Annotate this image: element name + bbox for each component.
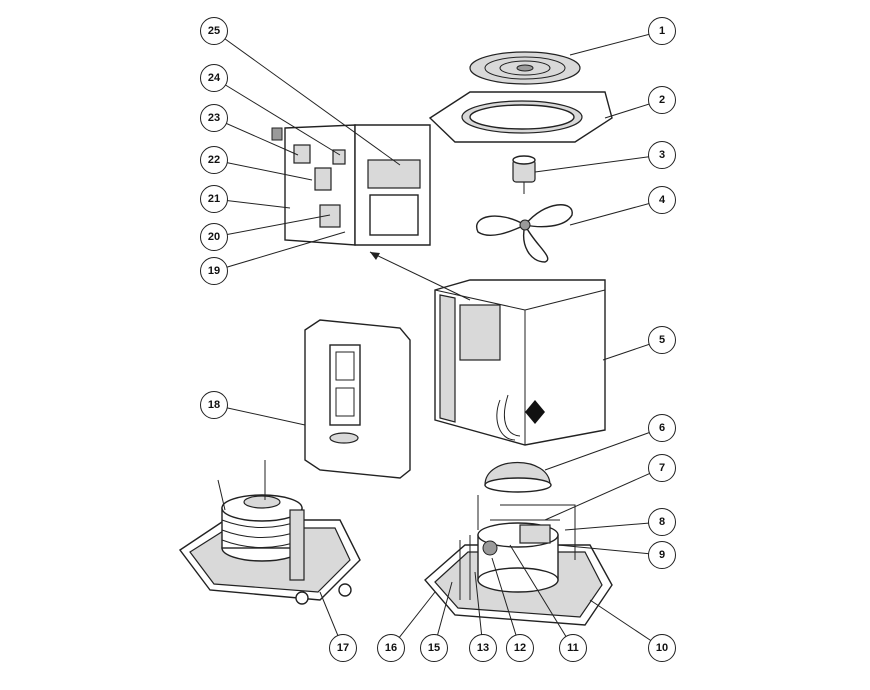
cabinet-coil: [434, 279, 606, 446]
arrowhead-icon: [370, 252, 380, 260]
leader-line: [544, 427, 663, 471]
leader-line: [569, 30, 663, 56]
front-panel: [304, 319, 411, 479]
callout-number: 11: [559, 634, 587, 662]
top-cover: [428, 91, 613, 143]
control-box: [271, 124, 431, 246]
callout-number: 18: [200, 391, 228, 419]
callout-number: 4: [648, 186, 676, 214]
base-assembly-right: [424, 495, 613, 626]
leader-line: [213, 77, 341, 156]
fan-blade: [476, 204, 573, 263]
callout-number: 7: [648, 454, 676, 482]
callout-number: 13: [469, 634, 497, 662]
leader-line: [213, 30, 401, 166]
assembly-arrow: [369, 251, 471, 301]
callout-number: 2: [648, 86, 676, 114]
callout-number: 6: [648, 414, 676, 442]
leader-lines: [213, 30, 663, 649]
callout-number: 9: [648, 541, 676, 569]
callout-number: 8: [648, 508, 676, 536]
callout-number: 22: [200, 146, 228, 174]
callout-number: 25: [200, 17, 228, 45]
callout-number: 15: [420, 634, 448, 662]
callout-number: 12: [506, 634, 534, 662]
callout-number: 5: [648, 326, 676, 354]
leader-line: [544, 467, 663, 521]
fan-guard: [469, 51, 581, 85]
leader-line: [213, 159, 313, 181]
leader-line: [213, 214, 331, 238]
leader-line: [557, 544, 663, 556]
callout-number: 3: [648, 141, 676, 169]
leader-line: [213, 231, 346, 272]
callout-number: 17: [329, 634, 357, 662]
callout-number: 24: [200, 64, 228, 92]
base-assembly-left: [178, 460, 361, 605]
fan-motor: [512, 155, 536, 194]
callout-number: 19: [200, 257, 228, 285]
leader-line: [569, 199, 663, 226]
leader-line: [213, 404, 306, 426]
callout-number: 16: [377, 634, 405, 662]
callout-number: 1: [648, 17, 676, 45]
callout-number: 10: [648, 634, 676, 662]
leader-line: [509, 544, 574, 649]
leader-line: [491, 557, 521, 649]
leader-line: [213, 117, 299, 156]
callout-number: 23: [200, 104, 228, 132]
leader-line: [534, 154, 663, 173]
compressor-cap: [484, 461, 552, 493]
callout-number: 20: [200, 223, 228, 251]
callout-number: 21: [200, 185, 228, 213]
leader-line: [564, 521, 663, 531]
